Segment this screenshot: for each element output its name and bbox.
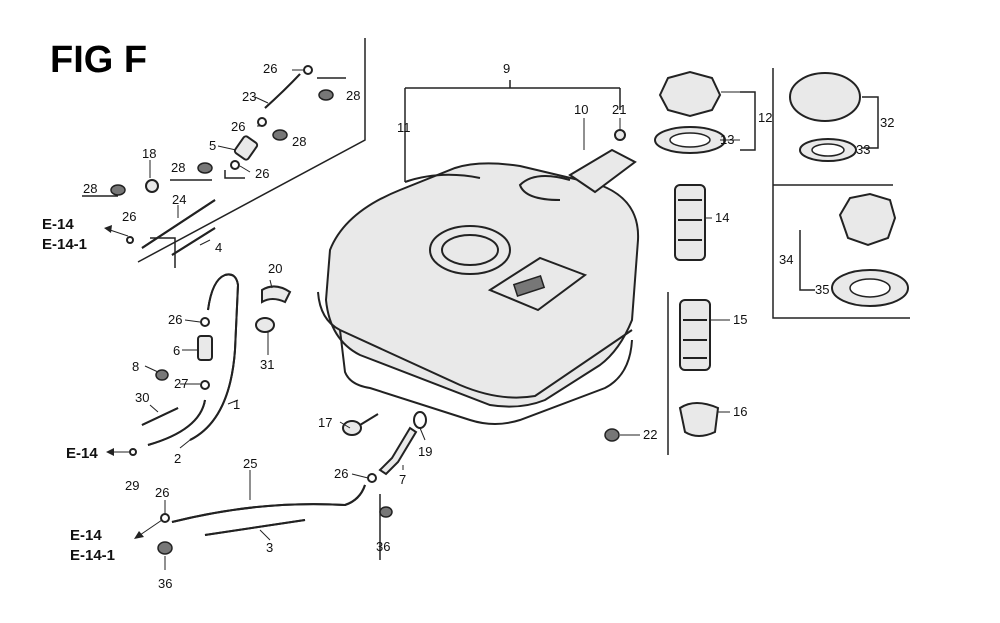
callout-26-b: 26 (231, 119, 245, 134)
callout-8: 8 (132, 359, 139, 374)
clamp-31 (255, 317, 275, 333)
callout-11: 11 (397, 120, 411, 135)
caps-and-strainers (654, 70, 909, 437)
fuel-gauge-10 (568, 148, 637, 194)
bottom-hose-assembly (157, 411, 427, 555)
callout-20: 20 (268, 261, 282, 276)
callout-24: 24 (172, 192, 186, 207)
callout-13: 13 (720, 132, 734, 147)
callout-4: 4 (215, 240, 222, 255)
callout-27: 27 (174, 376, 188, 391)
fuel-cap-32 (789, 72, 861, 122)
callout-28-b: 28 (171, 160, 185, 175)
callout-12: 12 (758, 110, 772, 125)
callout-28-d: 28 (346, 88, 360, 103)
callout-28-a: 28 (83, 181, 97, 196)
leader-lines (144, 69, 740, 570)
ref-e14-a: E-14 (42, 216, 74, 233)
callout-23: 23 (242, 89, 256, 104)
callout-35: 35 (815, 282, 829, 297)
clip-28d (318, 89, 334, 101)
drain-bolt-17 (342, 420, 362, 436)
fuel-cap-12 (658, 70, 722, 118)
callout-15: 15 (733, 312, 747, 327)
fuel-valve-upper (233, 135, 259, 161)
callout-34: 34 (779, 252, 793, 267)
group-frames (82, 38, 910, 560)
grommet-22 (604, 428, 620, 442)
callout-29: 29 (125, 478, 139, 493)
callout-26-g: 26 (155, 485, 169, 500)
filler-neck (429, 225, 511, 275)
bracket-32 (862, 96, 879, 149)
screw-21 (614, 129, 626, 141)
clip-36b (379, 506, 393, 518)
lower-hose-assembly (129, 273, 292, 456)
callout-numbers: 1 2 3 4 5 6 7 8 9 10 11 12 13 14 15 16 1… (83, 61, 894, 591)
callout-31: 31 (260, 357, 274, 372)
washer-19 (413, 411, 427, 429)
callout-18: 18 (142, 146, 156, 161)
callout-10: 10 (574, 102, 588, 117)
clip-28a (110, 184, 126, 196)
callout-1: 1 (233, 397, 240, 412)
callout-26-f: 26 (334, 466, 348, 481)
tank-accessories (518, 129, 637, 442)
ref-e14-1-b: E-14-1 (70, 547, 115, 564)
reference-arrows (104, 225, 163, 539)
ref-e14-1-a: E-14-1 (42, 236, 87, 253)
callout-26-c: 26 (255, 166, 269, 181)
figure-title: FIG F (50, 39, 147, 81)
fuel-cock-7 (378, 426, 418, 476)
callout-36-a: 36 (158, 576, 172, 591)
right-cap-frame (772, 68, 910, 319)
callout-17: 17 (318, 415, 332, 430)
upper-left-frame (137, 38, 366, 263)
clip-8 (155, 369, 169, 381)
callout-19: 19 (418, 444, 432, 459)
callout-26-a: 26 (263, 61, 277, 76)
bracket-34 (799, 230, 815, 291)
bracket-26-upper (224, 170, 245, 179)
callout-26-e: 26 (168, 312, 182, 327)
clip-28c (272, 129, 288, 141)
grommet-18 (145, 179, 159, 193)
callout-5: 5 (209, 138, 216, 153)
callout-6: 6 (173, 343, 180, 358)
callout-33: 33 (856, 142, 870, 157)
callout-16: 16 (733, 404, 747, 419)
callout-28-c: 28 (292, 134, 306, 149)
callout-26-d: 26 (122, 209, 136, 224)
callout-21: 21 (612, 102, 626, 117)
ref-e14-c: E-14 (70, 527, 102, 544)
callout-36-b: 36 (376, 539, 390, 554)
callout-14: 14 (715, 210, 729, 225)
callout-32: 32 (880, 115, 894, 130)
callout-9: 9 (503, 61, 510, 76)
callout-22: 22 (643, 427, 657, 442)
callout-2: 2 (174, 451, 181, 466)
clip-36a (157, 541, 173, 555)
ref-e14-b: E-14 (66, 445, 98, 462)
callout-3: 3 (266, 540, 273, 555)
clamp-20 (261, 285, 292, 304)
strainer-ring-16 (678, 402, 720, 437)
callout-7: 7 (399, 472, 406, 487)
cross-references: E-14 E-14-1 E-14 E-14 E-14-1 (42, 216, 115, 564)
strainer-14 (674, 184, 706, 261)
fuel-cap-34 (838, 192, 897, 247)
clip-28b (197, 162, 213, 174)
bracket-12 (740, 91, 756, 151)
upper-hose-assembly (110, 65, 334, 256)
callout-25: 25 (243, 456, 257, 471)
fuel-tank (317, 162, 640, 425)
strainer-15 (679, 299, 711, 371)
fuel-filter-6 (197, 335, 213, 361)
callout-30: 30 (135, 390, 149, 405)
